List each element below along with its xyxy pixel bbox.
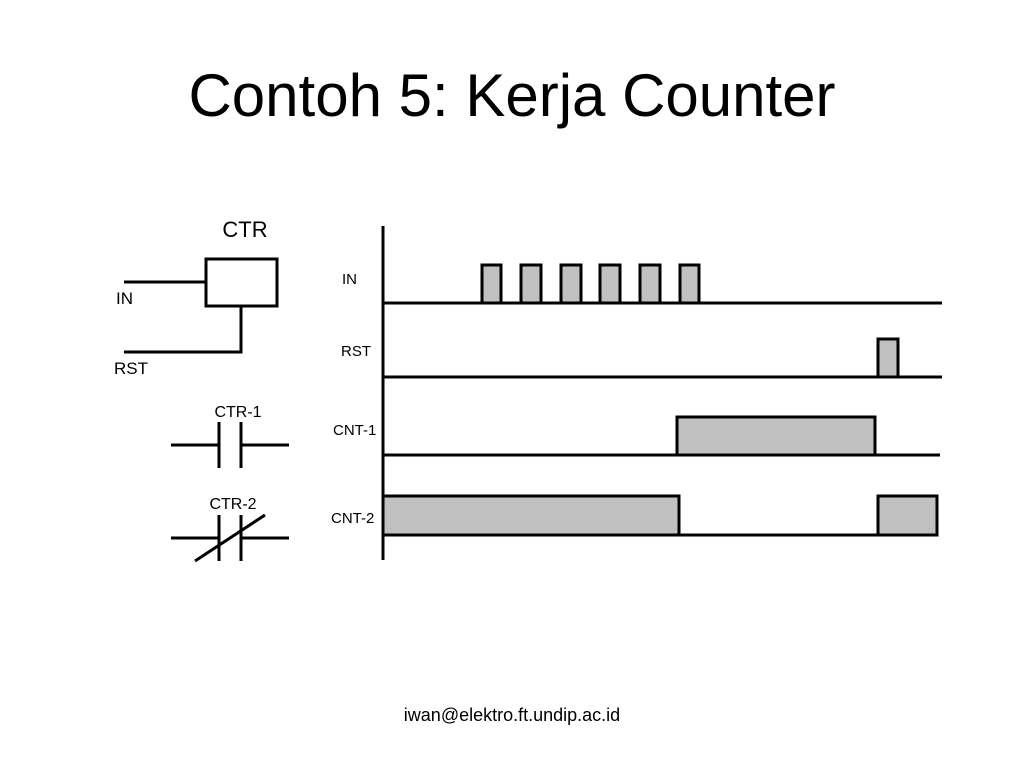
rst-wire <box>124 306 243 354</box>
rst-pulse <box>876 337 900 379</box>
signal-label-cnt2: CNT-2 <box>331 510 374 527</box>
in-pulse <box>678 263 701 305</box>
counter-block-symbol <box>124 257 279 354</box>
timing-diagram: IN RST CNT-1 CNT-2 <box>331 226 942 560</box>
cnt1-active <box>675 415 877 457</box>
in-pulse <box>598 263 622 305</box>
counter-in-label: IN <box>116 289 133 308</box>
counter-box <box>204 257 279 308</box>
in-pulse <box>638 263 662 305</box>
signal-label-cnt1: CNT-1 <box>333 422 376 439</box>
in-pulse <box>480 263 503 305</box>
in-pulses <box>480 263 701 305</box>
ctr2-nc-contact <box>171 513 289 563</box>
in-pulse <box>559 263 583 305</box>
nc-slash <box>194 513 266 563</box>
signal-label-rst: RST <box>341 343 371 360</box>
footer-email: iwan@elektro.ft.undip.ac.id <box>403 705 621 725</box>
cnt2-active-end <box>876 494 939 537</box>
counter-block-label: CTR <box>222 217 267 242</box>
counter-rst-label: RST <box>114 359 148 378</box>
ctr1-no-contact <box>171 422 289 468</box>
cnt2-active-start <box>381 494 681 537</box>
slide-title: Contoh 5: Kerja Counter <box>188 62 836 129</box>
in-pulse <box>519 263 543 305</box>
ctr2-contact-label: CTR-2 <box>209 496 256 513</box>
signal-label-in: IN <box>342 271 357 288</box>
ctr1-contact-label: CTR-1 <box>214 404 261 421</box>
